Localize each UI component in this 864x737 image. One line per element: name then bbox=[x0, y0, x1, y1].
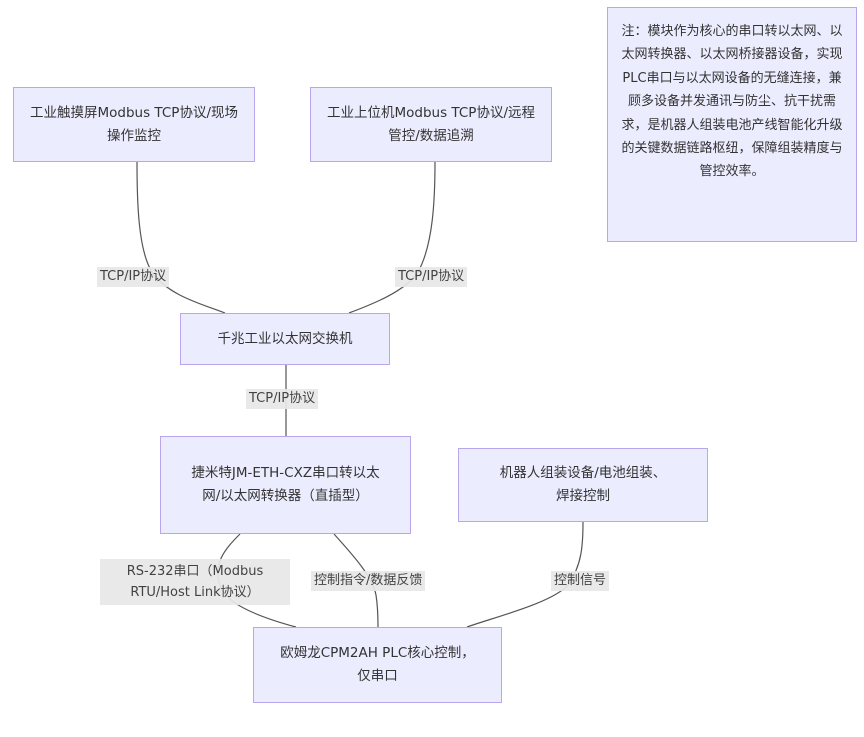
edge-label-text: 控制指令/数据反馈 bbox=[314, 573, 423, 588]
node-switch-label: 千兆工业以太网交换机 bbox=[217, 330, 353, 347]
node-robot[interactable]: 机器人组装设备/电池组装、焊接控制 bbox=[458, 448, 708, 522]
edge-label-control: 控制指令/数据反馈 bbox=[311, 571, 426, 591]
edge-converter-plc-control bbox=[333, 533, 379, 628]
node-converter-label: 捷米特JM-ETH-CXZ串口转以太网/以太网转换器（直插型） bbox=[191, 465, 380, 504]
note-text: 注：模块作为核心的串口转以太网、以太网转换器、以太网桥接器设备，实现PLC串口与… bbox=[621, 24, 843, 180]
edge-label-hmi-switch: TCP/IP协议 bbox=[97, 267, 170, 287]
node-hmi[interactable]: 工业触摸屏Modbus TCP协议/现场操作监控 bbox=[13, 87, 255, 162]
node-converter[interactable]: 捷米特JM-ETH-CXZ串口转以太网/以太网转换器（直插型） bbox=[160, 436, 411, 534]
node-upper-pc-label: 工业上位机Modbus TCP协议/远程管控/数据追溯 bbox=[327, 104, 535, 144]
edge-label-switch-converter: TCP/IP协议 bbox=[246, 389, 319, 409]
edge-label-text: RS-232串口（Modbus RTU/Host Link协议） bbox=[126, 564, 264, 600]
edge-label-text: TCP/IP协议 bbox=[100, 269, 167, 284]
node-switch[interactable]: 千兆工业以太网交换机 bbox=[180, 313, 390, 365]
edge-label-robot-plc: 控制信号 bbox=[551, 571, 610, 591]
edge-label-upperpc-switch: TCP/IP协议 bbox=[395, 267, 468, 287]
edge-label-serial: RS-232串口（Modbus RTU/Host Link协议） bbox=[100, 559, 290, 605]
edge-label-text: 控制信号 bbox=[554, 573, 607, 588]
node-robot-label: 机器人组装设备/电池组装、焊接控制 bbox=[499, 465, 667, 504]
node-hmi-label: 工业触摸屏Modbus TCP协议/现场操作监控 bbox=[30, 104, 238, 144]
edge-label-text: TCP/IP协议 bbox=[398, 269, 465, 284]
edge-label-text: TCP/IP协议 bbox=[249, 391, 316, 406]
node-plc[interactable]: 欧姆龙CPM2AH PLC核心控制，仅串口 bbox=[253, 627, 502, 703]
node-plc-label: 欧姆龙CPM2AH PLC核心控制，仅串口 bbox=[280, 645, 475, 684]
node-upper-pc[interactable]: 工业上位机Modbus TCP协议/远程管控/数据追溯 bbox=[310, 87, 552, 162]
edge-upperpc-switch bbox=[348, 161, 436, 314]
note-box: 注：模块作为核心的串口转以太网、以太网转换器、以太网桥接器设备，实现PLC串口与… bbox=[607, 7, 857, 242]
edge-hmi-switch bbox=[136, 161, 226, 314]
